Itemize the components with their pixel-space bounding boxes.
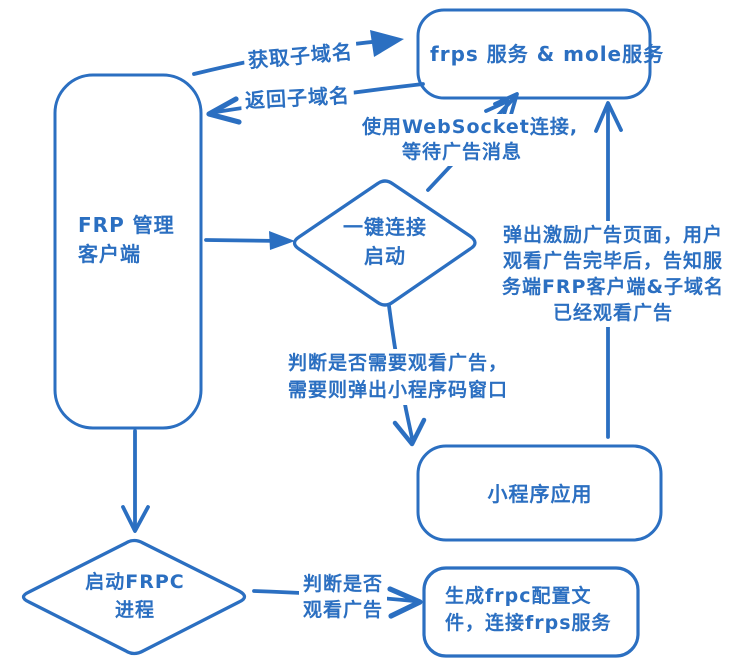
edge-judge-need-watch-ad-line2: 需要则弹出小程序码窗口	[288, 379, 509, 401]
edge-judge-watched-ad-label: 判断是否 观看广告	[299, 570, 388, 624]
edge-return-subdomain-arrowhead	[206, 96, 242, 125]
node-start-frpc-label-line1: 启动FRPC	[85, 571, 185, 593]
node-generate-config-label-line1: 生成frpc配置文	[445, 585, 592, 607]
node-frp-client-label-line1: FRP 管理	[78, 213, 175, 237]
node-frp-client-label-line2: 客户端	[78, 242, 141, 266]
edge-judge-watched-ad-line2: 观看广告	[303, 599, 384, 621]
edge-judge-need-watch-ad-line1: 判断是否需要观看广告，	[288, 352, 509, 374]
edge-client-to-diamond-arrowhead	[269, 231, 295, 250]
edge-diamond-to-miniprogram-arrowhead	[392, 417, 427, 447]
edge-judge-watched-ad-line1: 判断是否	[303, 573, 384, 595]
edge-websocket-label-line2: 等待广告消息	[401, 141, 522, 163]
node-start-frpc-diamond	[21, 538, 247, 656]
node-start-frpc-label: 启动FRPC 进程	[55, 568, 215, 624]
node-one-click-connect-label-line2: 启动	[364, 244, 406, 268]
node-mini-program-label: 小程序应用	[487, 482, 593, 506]
node-frps-service-label: frps 服务 & mole服务	[430, 42, 665, 66]
edge-reward-ad-notify-line2: 观看广告完毕后，告知服	[502, 250, 723, 272]
node-frp-client-label: FRP 管理 客户端	[78, 211, 175, 269]
edge-miniprogram-to-frps-arrowhead	[594, 101, 623, 133]
node-one-click-connect-label-line1: 一键连接	[343, 215, 427, 239]
node-generate-config-label-line2: 件，连接frps服务	[445, 612, 612, 634]
edge-client-to-diamond-line	[204, 238, 284, 243]
edge-client-to-frpc-arrowhead	[121, 505, 150, 533]
node-start-frpc-label-line2: 进程	[114, 599, 155, 621]
edge-reward-ad-notify-line1: 弹出激励广告页面，用户	[502, 224, 723, 246]
edge-reward-ad-notify-line4: 已经观看广告	[552, 302, 673, 324]
node-one-click-connect-label: 一键连接 启动	[310, 213, 460, 271]
node-mini-program-box	[416, 444, 663, 542]
edge-judge-need-watch-ad-label: 判断是否需要观看广告， 需要则弹出小程序码窗口	[284, 349, 513, 405]
edge-websocket-arrowhead	[493, 92, 519, 120]
node-frps-service-box	[416, 8, 652, 100]
edge-get-subdomain-arrowhead	[370, 30, 404, 57]
node-generate-config-box	[422, 566, 640, 658]
edge-websocket-label-line1: 使用WebSocket连接,	[362, 116, 579, 138]
node-frp-client-box	[53, 73, 203, 430]
edge-reward-ad-notify-label: 弹出激励广告页面，用户 观看广告完毕后，告知服 务端FRP客户端&子域名 已经观…	[494, 221, 732, 327]
edge-websocket-label: 使用WebSocket连接, 等待广告消息	[358, 114, 579, 166]
edge-reward-ad-notify-line3: 务端FRP客户端&子域名	[501, 276, 725, 298]
node-one-click-connect-diamond	[292, 179, 477, 307]
edge-frpc-to-config-arrowhead	[387, 586, 423, 619]
node-generate-config-label: 生成frpc配置文 件，连接frps服务	[445, 583, 612, 637]
